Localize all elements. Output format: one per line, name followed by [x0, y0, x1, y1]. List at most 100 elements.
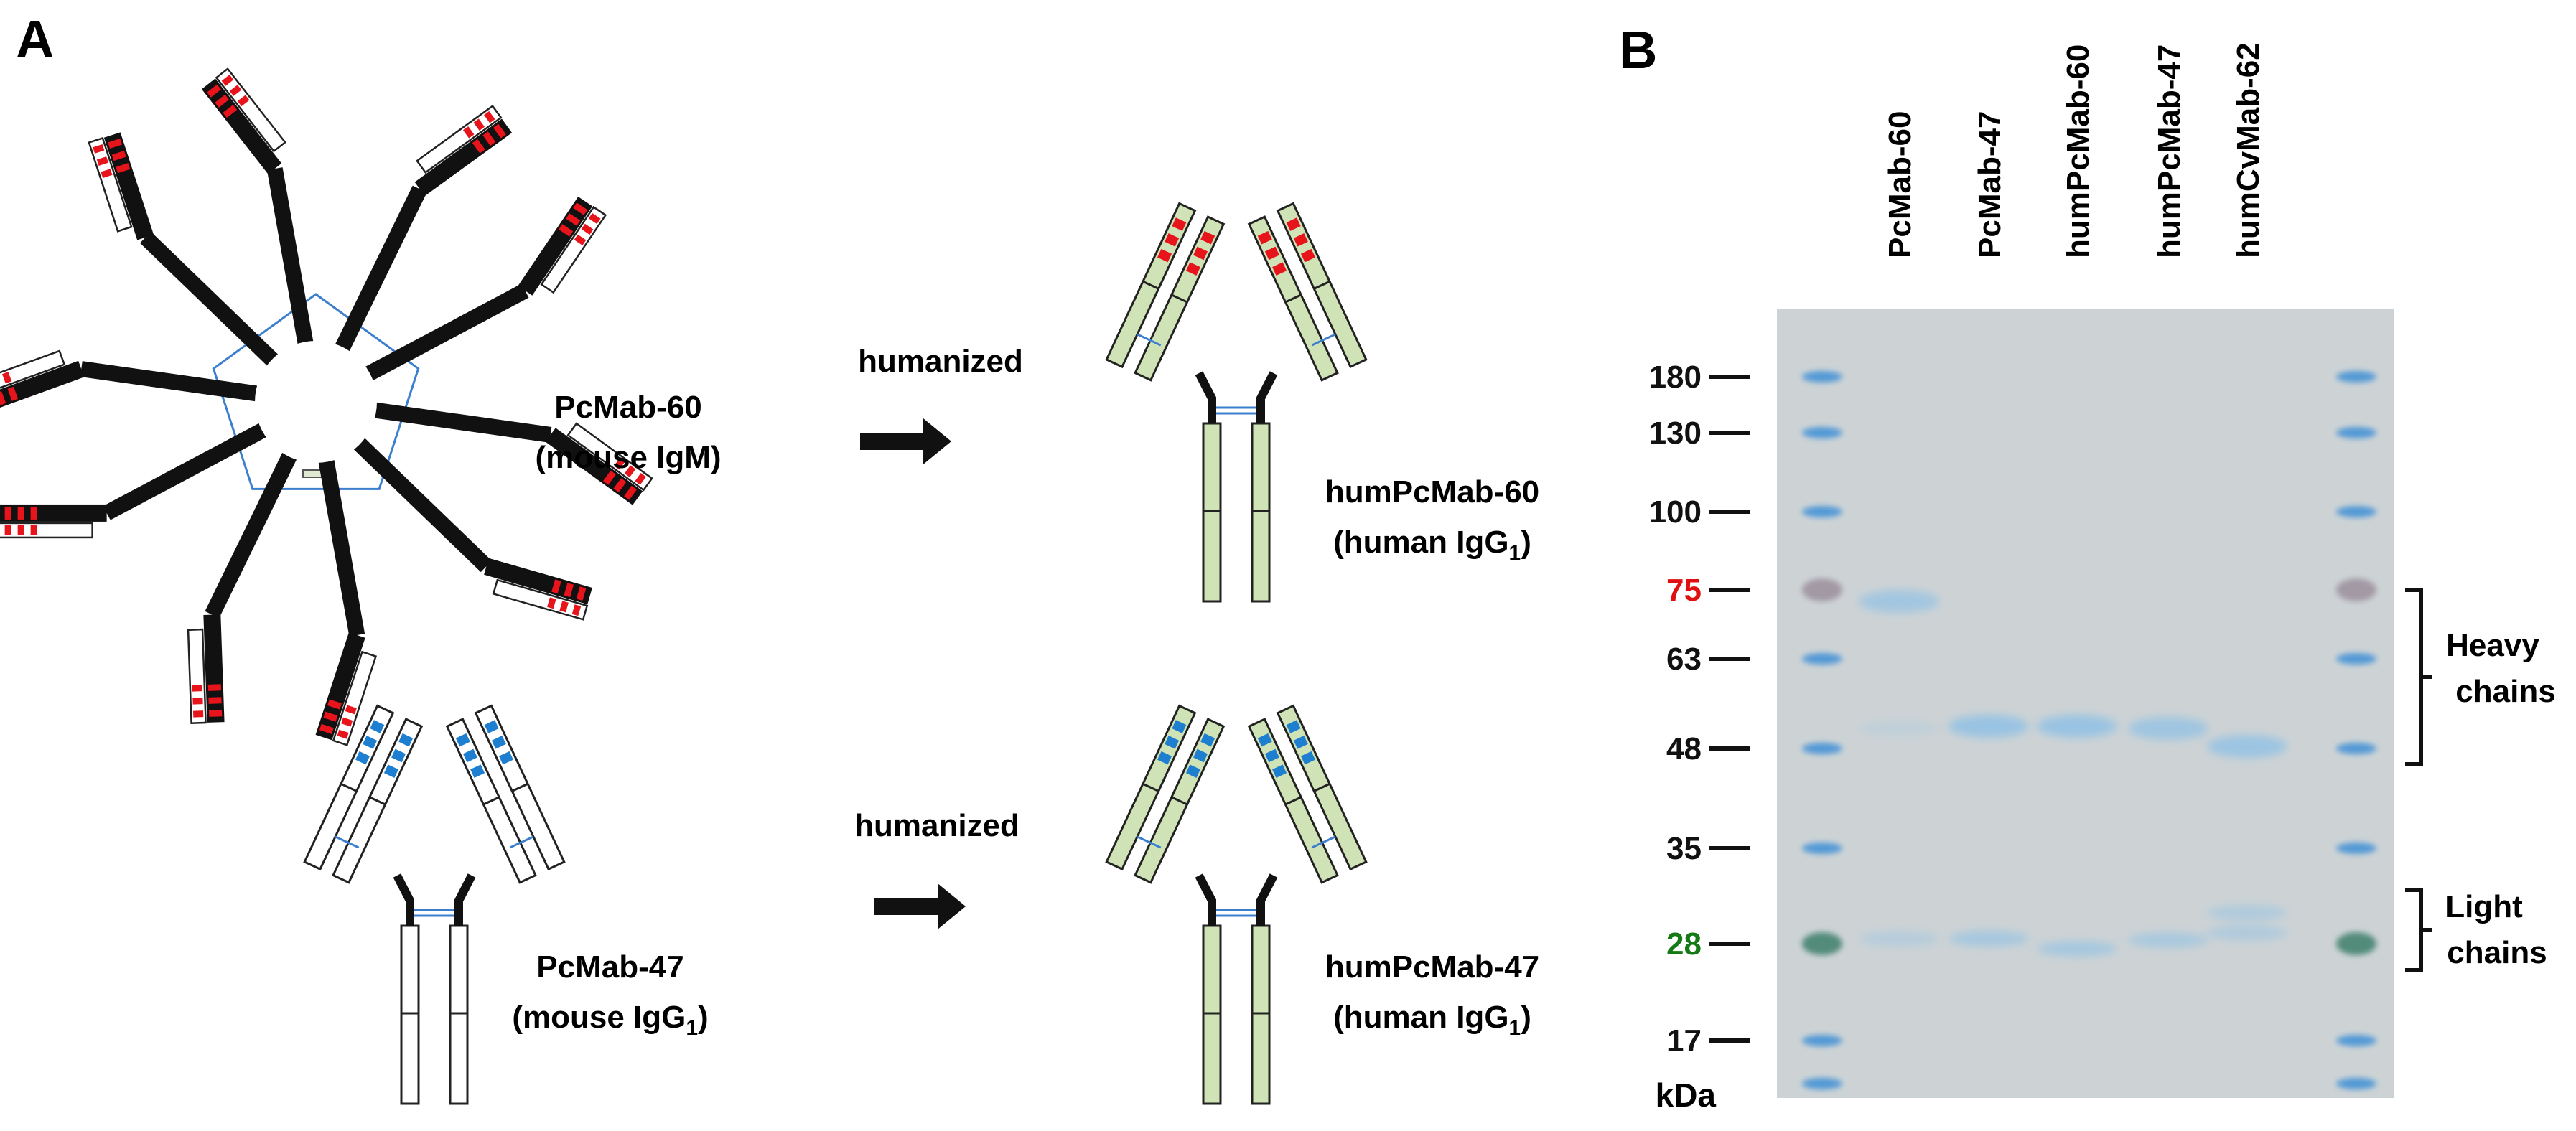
heavy-chain-bracket-icon	[2405, 588, 2432, 766]
cdr-region	[1300, 248, 1315, 263]
cdr-region	[370, 720, 385, 733]
pcmab-47-antibody-diagram	[303, 704, 566, 1105]
fab-arm-right	[1247, 704, 1368, 884]
ladder-band	[2336, 578, 2376, 601]
fab-arm-left	[1105, 202, 1226, 382]
igm-arm	[351, 436, 592, 621]
sample-band	[2128, 932, 2208, 948]
igm-type-label: (mouse IgM)	[535, 440, 721, 475]
sample-band	[1949, 931, 2029, 947]
arrow-top-icon	[860, 418, 951, 464]
igm-arm	[88, 132, 281, 368]
ladder-band	[1802, 653, 1842, 665]
fab-arm-right	[1247, 202, 1368, 382]
cdr-region	[470, 764, 485, 778]
igm-pentamer-diagram	[0, 67, 653, 746]
igm-arm	[201, 67, 314, 347]
fab-arm-left	[303, 704, 424, 884]
hum47-type-label: (human IgG1)	[1333, 1000, 1531, 1040]
ladder-band	[2336, 371, 2376, 383]
igm-arm	[315, 456, 378, 746]
cdr-region	[383, 764, 398, 778]
cdr-region	[1300, 751, 1315, 765]
sample-band	[1859, 721, 1939, 736]
cdr-region	[363, 736, 378, 749]
cdr-region	[1172, 217, 1187, 231]
igm-arm	[371, 402, 653, 505]
hinge	[393, 873, 414, 926]
fc-heavy-chain	[1251, 924, 1271, 1105]
cdr-region	[1286, 720, 1301, 733]
sample-band	[2207, 925, 2287, 941]
cdr-region	[498, 751, 513, 765]
marker-label: 75	[1666, 573, 1702, 608]
marker-label: 180	[1649, 360, 1702, 395]
mouse47-name-label: PcMab-47	[536, 949, 683, 985]
marker-label: 130	[1649, 416, 1702, 451]
marker-label: 35	[1666, 831, 1702, 866]
fc-heavy-chain	[449, 924, 469, 1105]
cdr-region	[1264, 246, 1279, 261]
fc-heavy-chain	[1251, 422, 1271, 603]
ladder-band	[1802, 371, 1842, 383]
ladder-band	[2336, 743, 2376, 754]
cdr-region	[484, 720, 499, 733]
igm-light-chain	[187, 628, 207, 724]
marker-label: 100	[1649, 494, 1702, 530]
cdr-region	[1272, 262, 1287, 276]
ladder-band	[1802, 1035, 1842, 1046]
lane-label: humPcMab-60	[2061, 44, 2096, 258]
panel-b-letter: B	[1619, 20, 1657, 80]
sample-band	[1859, 590, 1939, 613]
igm-arm	[363, 197, 607, 383]
ladder-band	[1802, 743, 1842, 754]
hum60-type-label: (human IgG1)	[1333, 525, 1531, 565]
ladder-band	[2336, 843, 2376, 854]
ladder-band	[2336, 506, 2376, 517]
humanized-label-bottom: humanized	[854, 808, 1019, 843]
humanized-label-top: humanized	[858, 344, 1023, 379]
fab-arm-right	[445, 704, 566, 884]
kda-unit-label: kDa	[1656, 1076, 1717, 1114]
light-chain-bracket-icon	[2405, 888, 2432, 972]
hinge	[1195, 371, 1216, 423]
sample-band	[2128, 717, 2208, 740]
fab-arm-left	[1105, 704, 1226, 884]
cdr-region	[1264, 748, 1279, 763]
cdr-region	[1157, 751, 1172, 765]
marker-label: 17	[1666, 1023, 1702, 1059]
lane-label: PcMab-60	[1882, 111, 1918, 258]
ladder-band	[1802, 932, 1842, 955]
mouse47-type-label: (mouse IgG1)	[512, 1000, 708, 1040]
arrow-bottom-icon	[874, 883, 966, 929]
ladder-band	[2336, 1078, 2376, 1089]
heavy-chain-label-line2: chains	[2455, 674, 2555, 709]
hinge	[1195, 873, 1216, 926]
igm-arm	[187, 450, 298, 724]
igm-arm	[334, 104, 513, 354]
light-chain-label-line2: chains	[2447, 935, 2547, 970]
cdr-region	[391, 748, 406, 763]
hum47-name-label: humPcMab-47	[1325, 949, 1539, 985]
cdr-region	[1157, 248, 1172, 263]
hum60-name-label: humPcMab-60	[1325, 474, 1539, 510]
cdr-region	[1185, 764, 1200, 778]
lane-label: PcMab-47	[1972, 111, 2007, 258]
cdr-region	[1257, 733, 1272, 747]
lane-label: humCvMab-62	[2231, 42, 2266, 258]
cdr-region	[462, 748, 477, 763]
cdr-region	[1293, 736, 1308, 749]
ladder-band	[2336, 932, 2376, 955]
cdr-region	[1165, 233, 1180, 247]
cdr-region	[1272, 764, 1287, 778]
gel-bands	[1802, 371, 2376, 1089]
ladder-band	[1802, 843, 1842, 854]
sample-band	[2207, 735, 2287, 758]
cdr-region	[355, 751, 370, 765]
gel-image	[1777, 309, 2394, 1098]
sample-band	[2037, 715, 2117, 738]
cdr-region	[1165, 736, 1180, 749]
marker-label: 63	[1666, 642, 1702, 677]
